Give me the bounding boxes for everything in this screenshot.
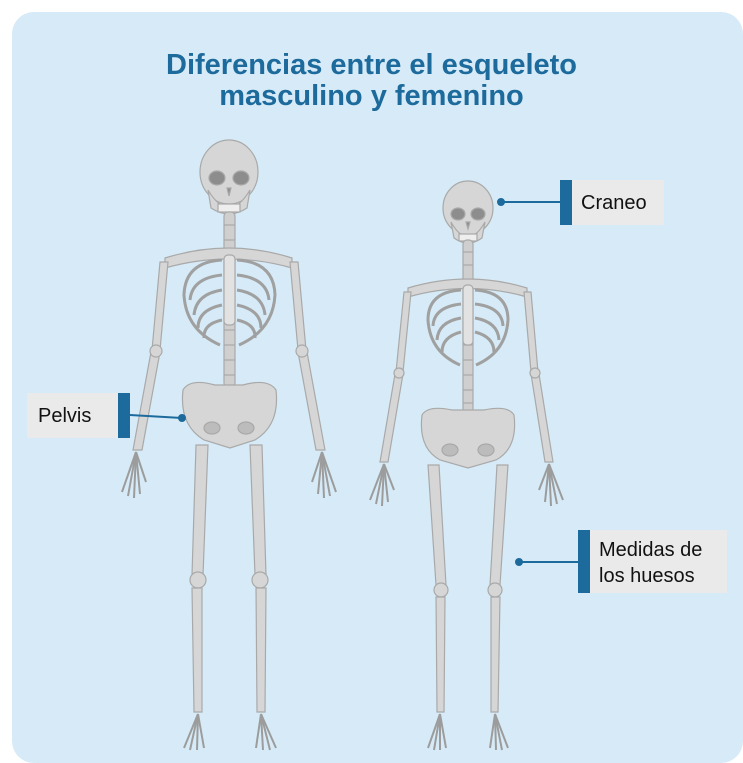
male-skeleton bbox=[121, 139, 337, 751]
female-ribcage bbox=[426, 288, 510, 367]
pelvis-label-text: Pelvis bbox=[38, 405, 92, 427]
pelvis-label-bar bbox=[118, 393, 130, 438]
craneo-label-bar bbox=[560, 180, 572, 225]
male-sternum bbox=[223, 254, 236, 326]
female-hands bbox=[369, 463, 564, 507]
female-feet bbox=[427, 713, 509, 751]
male-hands bbox=[121, 451, 337, 499]
craneo-label: Craneo bbox=[572, 180, 664, 225]
craneo-callout-dot bbox=[497, 198, 505, 206]
callout-lines bbox=[129, 198, 578, 566]
medidas-label-bar bbox=[578, 530, 590, 593]
male-feet bbox=[183, 713, 277, 751]
female-pelvis bbox=[420, 407, 516, 469]
male-skull bbox=[199, 139, 259, 215]
craneo-label-text: Craneo bbox=[581, 192, 647, 214]
pelvis-callout-line bbox=[129, 414, 183, 419]
male-arms bbox=[132, 261, 326, 451]
medidas-callout-dot bbox=[515, 558, 523, 566]
female-skeleton bbox=[369, 180, 564, 751]
female-skull bbox=[442, 180, 494, 244]
female-legs bbox=[427, 464, 509, 713]
infographic-title: Diferencias entre el esqueleto masculino… bbox=[0, 50, 743, 112]
male-pelvis bbox=[181, 381, 278, 449]
title-line-2: masculino y femenino bbox=[219, 80, 524, 112]
medidas-label-line-2: los huesos bbox=[599, 565, 695, 587]
female-arms bbox=[379, 291, 554, 463]
medidas-label: Medidas de los huesos bbox=[590, 530, 727, 593]
infographic-card bbox=[12, 12, 743, 763]
title-line-1: Diferencias entre el esqueleto bbox=[166, 49, 577, 81]
pelvis-label: Pelvis bbox=[27, 393, 119, 438]
male-ribcage bbox=[182, 258, 277, 347]
pelvis-callout-dot bbox=[178, 414, 186, 422]
female-sternum bbox=[462, 284, 474, 346]
male-legs bbox=[189, 444, 269, 713]
medidas-label-line-1: Medidas de bbox=[599, 539, 703, 561]
